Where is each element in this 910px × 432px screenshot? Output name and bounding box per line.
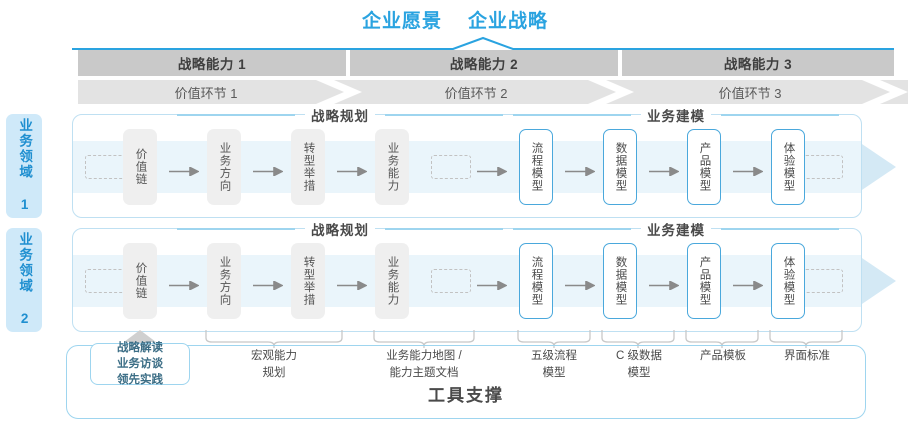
header-titles: 企业愿景 企业战略 (0, 6, 910, 33)
capability-label-3: 战略能力 3 (723, 57, 793, 72)
row1-section-label-modeling: 业务建模 (641, 105, 711, 125)
capability-label-1: 战略能力 1 (177, 57, 247, 72)
row1-node-8[interactable]: 体验模型 (771, 129, 805, 205)
capability-cell-2: 战略能力 2 (350, 50, 618, 76)
row1-track: 价值链 业务方向 转型举措 业务能力 流程模型 数据模型 产品模型 体验模型 (73, 129, 861, 205)
capability-cell-3: 战略能力 3 (622, 50, 894, 76)
row1-section2-line-right (721, 114, 839, 116)
tool-label-data-model: C 级数据 模型 (616, 350, 662, 379)
row1-placeholder-end (803, 155, 843, 179)
row1-node-7[interactable]: 产品模型 (687, 129, 721, 205)
tool-label-process-model: 五级流程 模型 (531, 350, 577, 379)
row1-section-line-left (177, 114, 295, 116)
row2-placeholder-end (803, 269, 843, 293)
row1-section-modeling: 业务建模 (513, 105, 839, 125)
row1-node-5[interactable]: 流程模型 (519, 129, 553, 205)
row1-node-1[interactable]: 价值链 (123, 129, 157, 205)
tool-box-strategy-interpretation[interactable]: 战略解读 业务访谈 领先实践 (90, 342, 190, 386)
row2-node-7[interactable]: 产品模型 (687, 243, 721, 319)
row2-track: 价值链 业务方向 转型举措 业务能力 流程模型 数据模型 产品模型 体验模型 (73, 243, 861, 319)
value-chain-bar: 价值环节 1 价值环节 2 价值环节 3 (78, 80, 908, 104)
row2-node-3[interactable]: 转型举措 (291, 243, 325, 319)
row2-section-line-right (385, 228, 503, 230)
row2-node-4[interactable]: 业务能力 (375, 243, 409, 319)
row1-placeholder-start (85, 155, 125, 179)
domain-row-1: 战略规划 业务建模 价值链 业务方向 转型举措 业务能力 流程模型 数据模型 产… (72, 105, 862, 218)
row2-section-label-strategy: 战略规划 (305, 219, 375, 239)
row2-node-6[interactable]: 数据模型 (603, 243, 637, 319)
row1-section-label-strategy: 战略规划 (305, 105, 375, 125)
tool-label-product-template: 产品模板 (700, 350, 746, 362)
domain-row-2: 战略规划 业务建模 价值链 业务方向 转型举措 业务能力 流程模型 数据模型 产… (72, 219, 862, 332)
row2-section2-line-right (721, 228, 839, 230)
capability-label-2: 战略能力 2 (449, 57, 519, 72)
domain-tab-label-2: 业务领域 2 (17, 232, 33, 328)
row2-node-5[interactable]: 流程模型 (519, 243, 553, 319)
row1-node-6[interactable]: 数据模型 (603, 129, 637, 205)
tool-label-macro-capability: 宏观能力 规划 (251, 350, 297, 379)
domain-tab-label-1: 业务领域 1 (17, 118, 33, 214)
capability-cell-1: 战略能力 1 (78, 50, 346, 76)
capability-bar: 战略能力 1 战略能力 2 战略能力 3 (78, 50, 894, 76)
row1-section-line-right (385, 114, 503, 116)
row2-node-1[interactable]: 价值链 (123, 243, 157, 319)
value-chain-label-3: 价值环节 3 (718, 85, 782, 101)
row2-section-strategy: 战略规划 (177, 219, 503, 239)
row1-placeholder-mid (431, 155, 471, 179)
enterprise-strategy-title: 企业战略 (468, 11, 549, 32)
row2-node-8[interactable]: 体验模型 (771, 243, 805, 319)
row1-section2-line-left (513, 114, 631, 116)
row2-band (73, 255, 861, 307)
tool-label-capability-map: 业务能力地图 / 能力主题文档 (386, 350, 462, 379)
row2-node-2[interactable]: 业务方向 (207, 243, 241, 319)
tool-support-title: 工具支撑 (428, 386, 504, 405)
row2-section-modeling: 业务建模 (513, 219, 839, 239)
row2-section-label-modeling: 业务建模 (641, 219, 711, 239)
row2-placeholder-mid (431, 269, 471, 293)
row1-node-3[interactable]: 转型举措 (291, 129, 325, 205)
row1-band (73, 141, 861, 193)
tool-support-container: 工具支撑 (66, 345, 866, 419)
row2-section2-line-left (513, 228, 631, 230)
row2-placeholder-start (85, 269, 125, 293)
value-chain-label-2: 价值环节 2 (444, 85, 508, 101)
tool-label-ui-standard: 界面标准 (784, 350, 830, 362)
row2-section-line-left (177, 228, 295, 230)
enterprise-vision-title: 企业愿景 (361, 11, 442, 32)
value-chain-label-1: 价值环节 1 (174, 85, 238, 101)
domain-tab-1[interactable]: 业务领域 1 (6, 114, 42, 218)
row1-node-4[interactable]: 业务能力 (375, 129, 409, 205)
row1-node-2[interactable]: 业务方向 (207, 129, 241, 205)
domain-tab-2[interactable]: 业务领域 2 (6, 228, 42, 332)
title-brace (72, 36, 894, 52)
row1-section-strategy: 战略规划 (177, 105, 503, 125)
